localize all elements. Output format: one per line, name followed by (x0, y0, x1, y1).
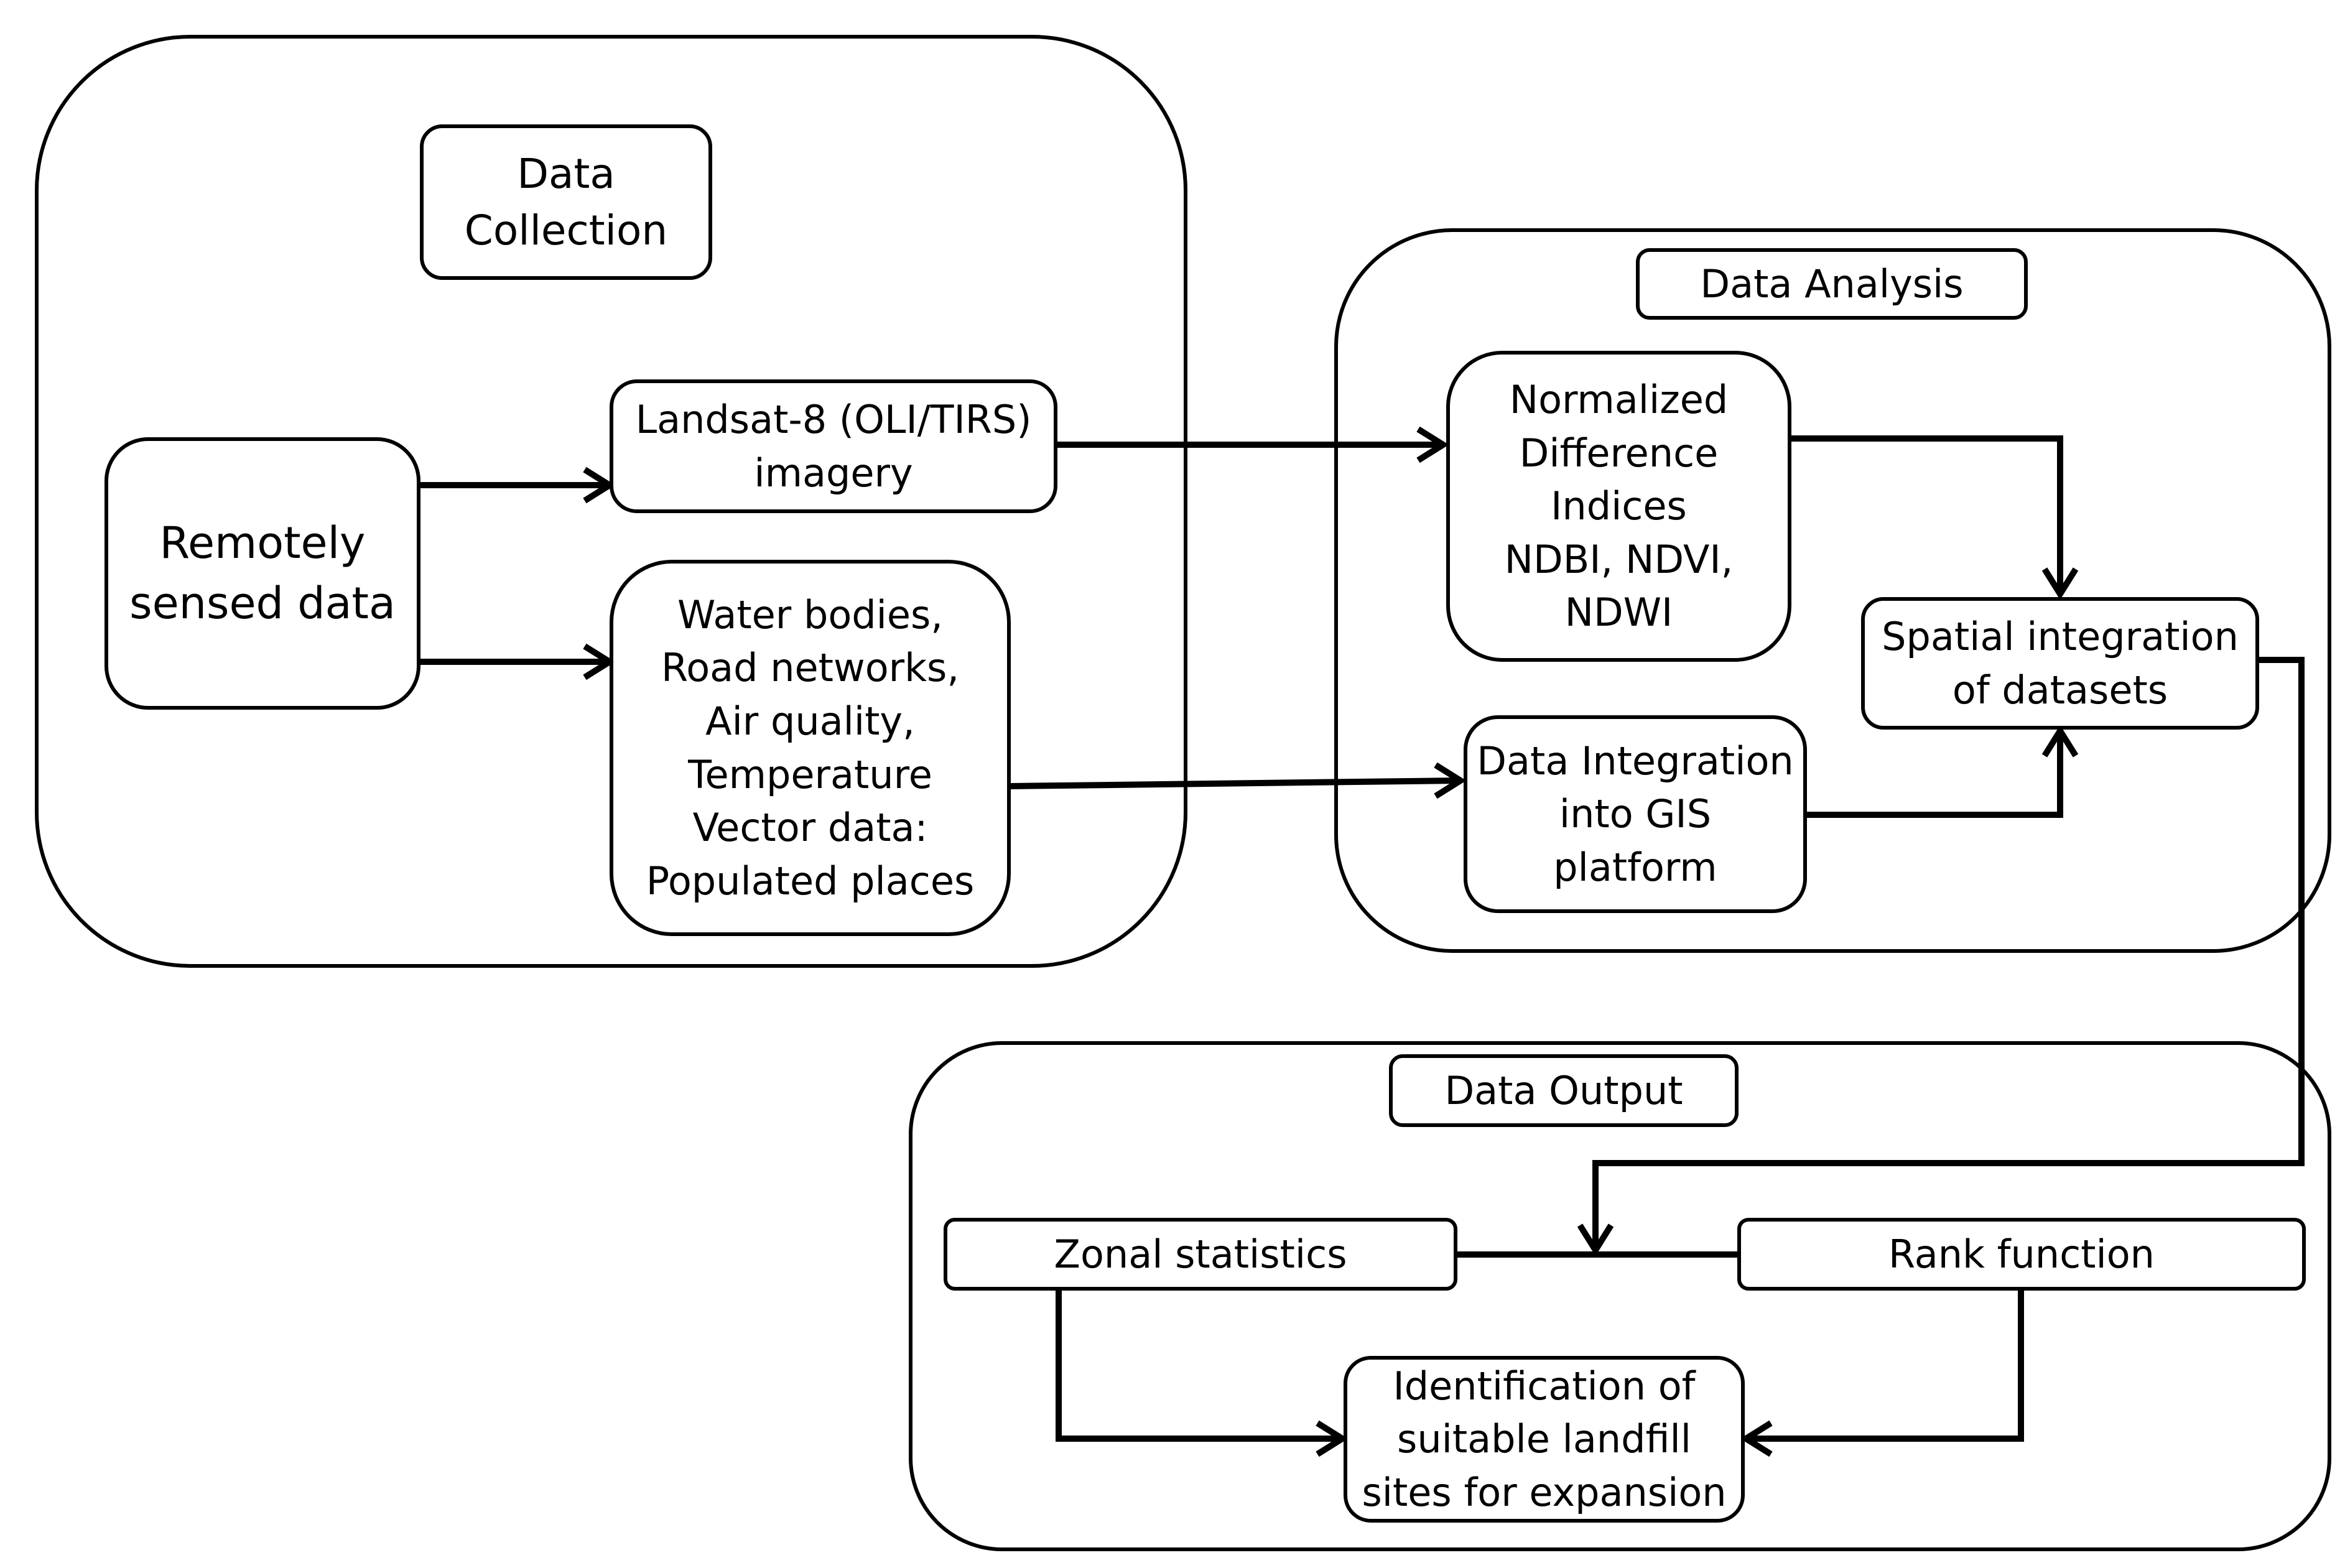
data-output-group (909, 1041, 2331, 1551)
data-output-title: Data Output (1389, 1054, 1739, 1127)
edge-vector-to-gis (1010, 777, 1458, 789)
remotely-sensed-data-text: Remotely sensed data (129, 517, 396, 629)
data-output-title-text: Data Output (1444, 1067, 1683, 1113)
rank-function-box: Rank function (1737, 1218, 2306, 1291)
gis-integration-text: Data Integration into GIS platform (1477, 738, 1794, 890)
data-collection-title: Data Collection (420, 124, 712, 280)
zonal-statistics-box: Zonal statistics (944, 1218, 1457, 1291)
spatial-integration-text: Spatial integration of datasets (1882, 613, 2239, 713)
edge-gis-to-spatial-arrowhead (2041, 725, 2079, 758)
data-analysis-title: Data Analysis (1636, 248, 2028, 320)
landsat-imagery-text: Landsat-8 (OLI/TIRS) imagery (635, 396, 1032, 496)
edge-vector-to-gis-arrowhead (1434, 762, 1467, 799)
edge-ndi-to-spatial (1791, 435, 2063, 591)
normalized-difference-indices-box: Normalized Difference Indices NDBI, NDVI… (1446, 351, 1791, 662)
edge-gis-to-spatial (1807, 734, 2063, 818)
normalized-difference-indices-text: Normalized Difference Indices NDBI, NDVI… (1504, 377, 1734, 636)
data-analysis-group (1334, 228, 2331, 953)
landsat-imagery-box: Landsat-8 (OLI/TIRS) imagery (610, 379, 1057, 513)
edge-zonal-to-sites-arrowhead (1316, 1420, 1349, 1457)
edge-rank-to-sites-arrowhead (1740, 1420, 1773, 1457)
vector-data-text: Water bodies, Road networks, Air quality… (646, 591, 975, 904)
edge-zonal-to-sites (1056, 1291, 1339, 1442)
rank-function-text: Rank function (1888, 1231, 2155, 1277)
edge-spatial-to-output-arrowhead (1577, 1223, 1614, 1256)
edge-spatial-to-output (1592, 657, 2305, 1247)
remotely-sensed-data-box: Remotely sensed data (104, 437, 420, 710)
edge-rank-to-sites (1749, 1291, 2024, 1442)
landfill-sites-text: Identification of suitable landfill site… (1362, 1363, 1727, 1515)
data-collection-title-text: Data Collection (464, 149, 668, 254)
edge-landsat-to-ndi-arrowhead (1416, 426, 1449, 463)
gis-integration-box: Data Integration into GIS platform (1464, 715, 1807, 913)
data-analysis-title-text: Data Analysis (1700, 261, 1964, 307)
edge-ndi-to-spatial-arrowhead (2041, 567, 2079, 600)
landfill-sites-box: Identification of suitable landfill site… (1344, 1356, 1745, 1523)
vector-data-box: Water bodies, Road networks, Air quality… (610, 560, 1011, 936)
zonal-statistics-text: Zonal statistics (1054, 1231, 1347, 1277)
data-collection-group (35, 35, 1187, 968)
spatial-integration-box: Spatial integration of datasets (1861, 597, 2259, 730)
